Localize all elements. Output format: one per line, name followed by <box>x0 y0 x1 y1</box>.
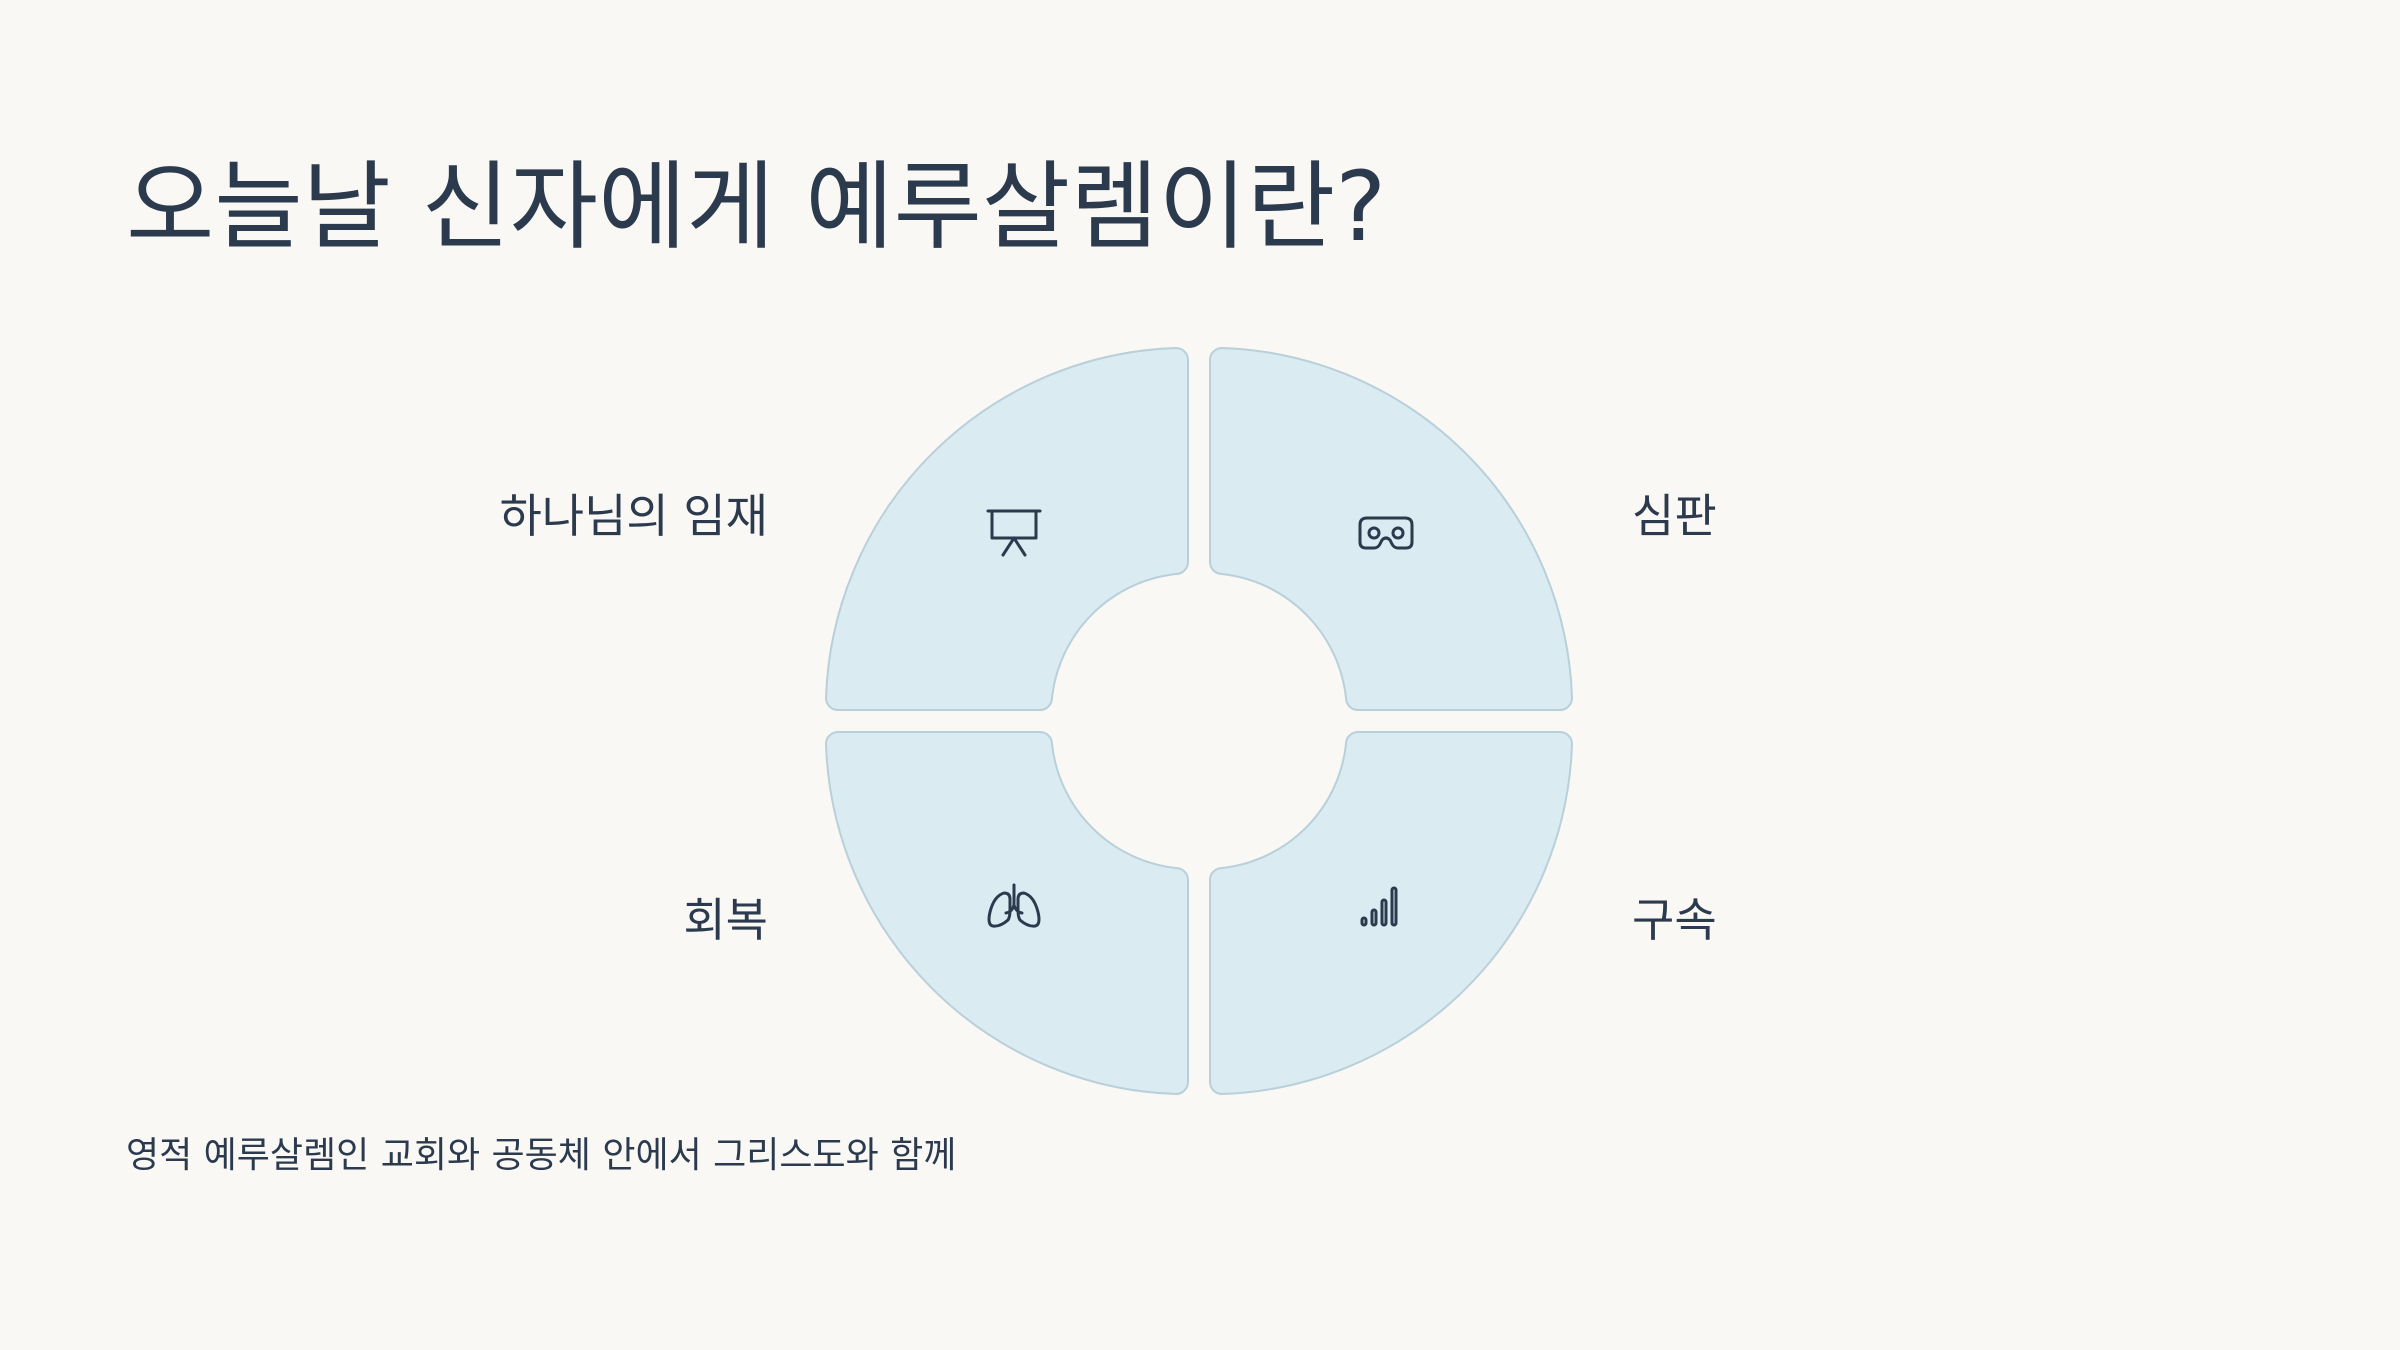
presentation-board-icon <box>986 509 1042 557</box>
page-title: 오늘날 신자에게 예루살렘이란? <box>126 151 1387 263</box>
page-subtitle: 영적 예루살렘인 교회와 공동체 안에서 그리스도와 함께 <box>126 1135 957 1176</box>
label-judgment: 심판 <box>1632 489 1717 543</box>
segment-top-left[interactable] <box>824 346 1189 711</box>
label-restoration: 회복 <box>683 893 768 947</box>
label-presence-of-god: 하나님의 임재 <box>499 489 768 543</box>
vr-goggles-icon <box>1358 516 1414 550</box>
label-redemption: 구속 <box>1632 893 1717 947</box>
signal-bars-icon <box>1360 886 1398 927</box>
lungs-icon <box>987 883 1041 928</box>
segment-top-right[interactable] <box>1209 346 1574 711</box>
